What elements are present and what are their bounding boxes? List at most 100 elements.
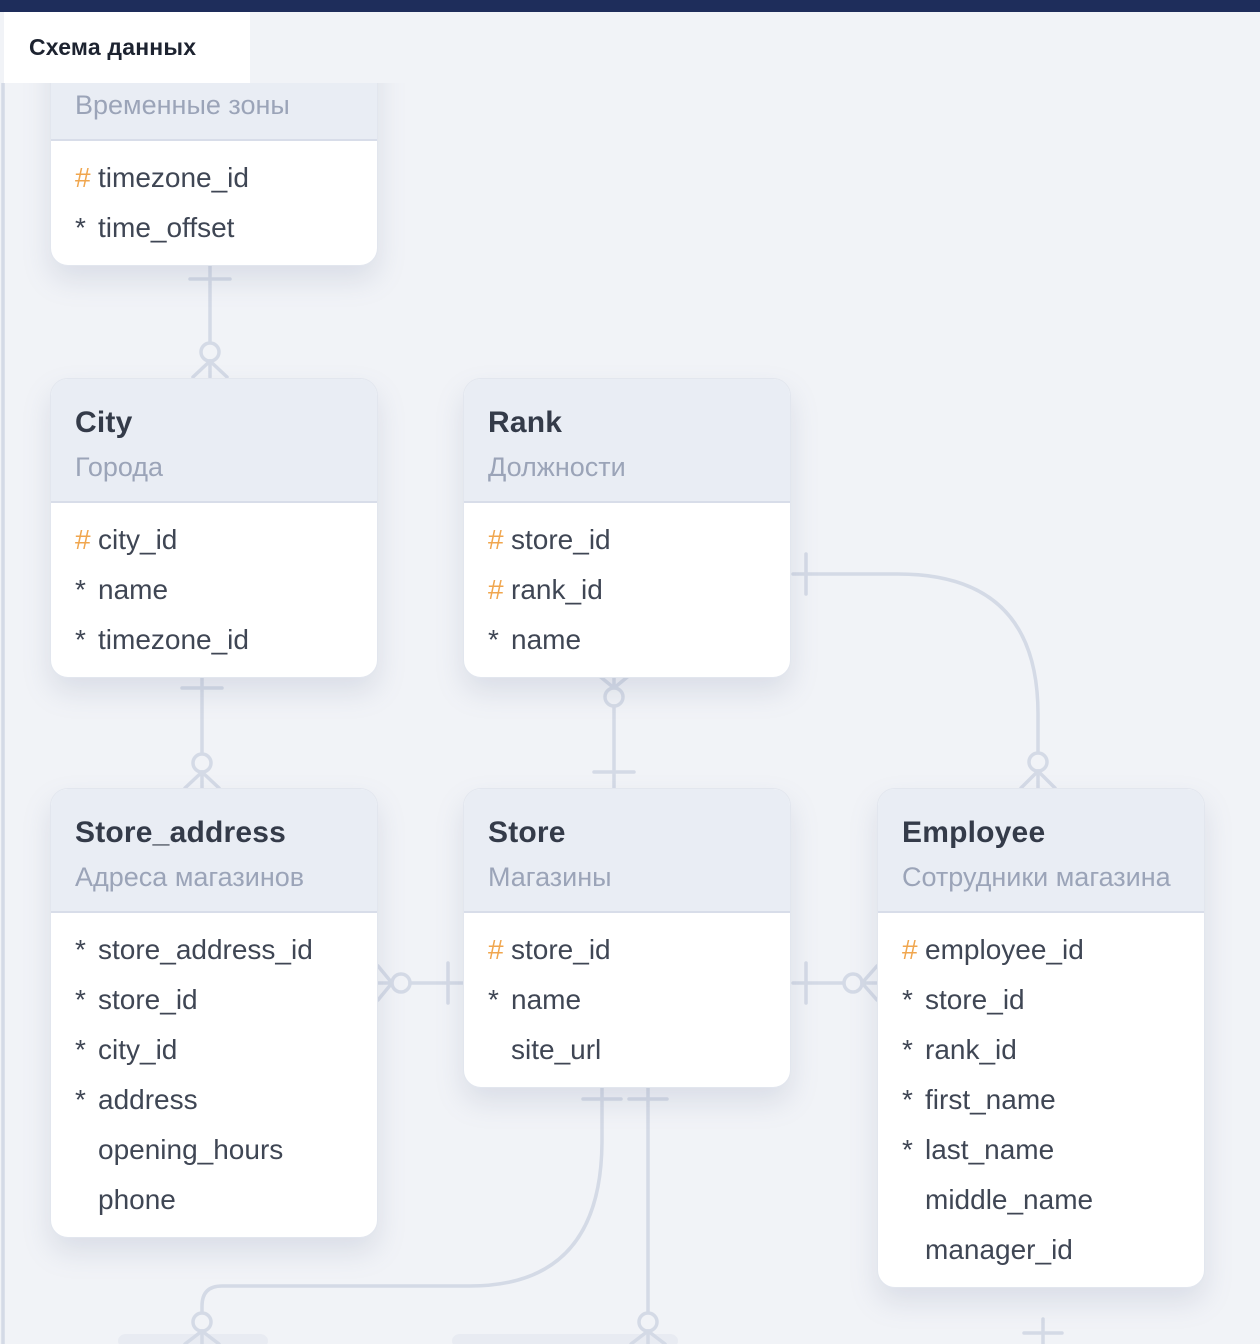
field-name: store_id [511,934,611,965]
field-row: manager_id [878,1225,1204,1275]
table-subtitle: Временные зоны [75,90,290,120]
field-name: middle_name [925,1184,1094,1215]
table-card-store-address[interactable]: Store_address Адреса магазинов * store_a… [50,788,378,1238]
primary-key-marker: # [488,524,504,555]
field-name: rank_id [925,1034,1017,1065]
required-marker: * [75,574,86,605]
required-marker: * [902,984,913,1015]
field-name: opening_hours [98,1134,284,1165]
field-row: # employee_id [878,925,1204,975]
required-marker: * [75,1034,86,1065]
tab-bar: Схема данных [0,0,1260,83]
table-header: Store_address Адреса магазинов [51,789,377,913]
table-header: Store Магазины [464,789,790,913]
table-title: Rank [488,406,563,439]
field-name: first_name [925,1084,1056,1115]
field-row: site_url [464,1025,790,1075]
field-name: employee_id [925,934,1084,965]
zero-marker [191,752,213,774]
table-fields: # store_id * name site_url [464,913,790,1087]
field-name: name [98,574,169,605]
offscreen-table-peek [452,1334,678,1344]
table-subtitle: Магазины [488,862,612,892]
primary-key-marker: # [488,934,504,965]
field-row: # store_id [464,515,790,565]
table-card-rank[interactable]: Rank Должности # store_id # rank_id * na… [463,378,791,678]
field-row: # city_id [51,515,377,565]
primary-key-marker: # [902,934,918,965]
table-fields: # employee_id * store_id * rank_id * fir… [878,913,1204,1287]
field-name: name [511,624,582,655]
field-row: * first_name [878,1075,1204,1125]
primary-key-marker: # [75,524,91,555]
table-subtitle: Города [75,452,164,482]
required-marker: * [75,984,86,1015]
field-row: # rank_id [464,565,790,615]
field-name: rank_id [511,574,603,605]
table-fields: # city_id * name * timezone_id [51,503,377,677]
table-subtitle: Должности [488,452,626,482]
crow-foot [1019,769,1057,790]
tab-schema[interactable]: Схема данных [4,12,250,83]
field-name: timezone_id [98,162,249,193]
field-row: * city_id [51,1025,377,1075]
table-fields: # store_id # rank_id * name [464,503,790,677]
required-marker: * [902,1134,913,1165]
crow-foot [376,964,394,1002]
field-row: * last_name [878,1125,1204,1175]
tab-label: Схема данных [29,34,197,60]
required-marker: * [488,984,499,1015]
table-card-city[interactable]: City Города # city_id * name * timezone_… [50,378,378,678]
field-row: * name [464,975,790,1025]
field-name: store_id [98,984,198,1015]
table-card-employee[interactable]: Employee Сотрудники магазина # employee_… [877,788,1205,1288]
top-navy-strip [0,0,1260,12]
table-header: Rank Должности [464,379,790,503]
required-marker: * [902,1084,913,1115]
field-row: * store_id [878,975,1204,1025]
field-name: city_id [98,1034,178,1065]
zero-marker [199,341,221,363]
table-fields: * store_address_id * store_id * city_id … [51,913,377,1237]
required-marker: * [902,1034,913,1065]
field-row: * name [51,565,377,615]
relationship-city-store_address [180,674,224,790]
table-title: Store [488,816,566,849]
crow-foot [629,1329,667,1344]
crow-foot [183,1329,221,1344]
table-header: City Города [51,379,377,503]
table-header: Employee Сотрудники магазина [878,789,1204,913]
relationship-store_address-store [376,961,465,1005]
primary-key-marker: # [75,162,91,193]
relationship-rank-employee [791,552,1057,790]
relationship-store-offscreen-center [627,1084,669,1344]
zero-marker [637,1311,659,1333]
table-fields: # timezone_id * time_offset [51,141,377,265]
field-row: * address [51,1075,377,1125]
zero-marker [603,686,625,708]
field-name: store_id [925,984,1025,1015]
relationship-employee-offscreen [1022,1317,1064,1344]
relationship-rank-store [592,672,636,790]
field-row: # store_id [464,925,790,975]
field-name: phone [98,1184,176,1215]
relationship-timezone-city [188,263,232,379]
primary-key-marker: # [488,574,504,605]
zero-marker [390,972,412,994]
table-card-store[interactable]: Store Магазины # store_id * name site_ur… [463,788,791,1088]
zero-marker [1027,751,1049,773]
field-row: opening_hours [51,1125,377,1175]
field-name: store_address_id [98,934,313,965]
field-name: manager_id [925,1234,1073,1265]
field-row: middle_name [878,1175,1204,1225]
table-subtitle: Адреса магазинов [75,862,305,892]
field-row: * store_id [51,975,377,1025]
crow-foot [860,964,879,1002]
required-marker: * [75,212,86,243]
table-subtitle: Сотрудники магазина [902,862,1171,892]
table-title: Employee [902,816,1046,849]
zero-marker [191,1311,213,1333]
required-marker: * [75,934,86,965]
